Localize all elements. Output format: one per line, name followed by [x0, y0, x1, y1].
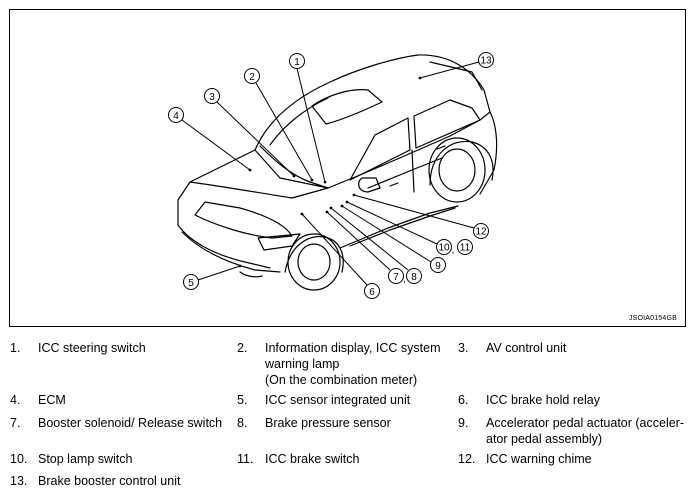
legend-text: Brake pressure sensor	[265, 416, 391, 430]
legend-text: ICC steering switch	[38, 341, 146, 355]
component-location-figure: 1 2 3 4 5 6 7 8 9 10 11 12 13 , , JSOIA0…	[9, 9, 686, 327]
callout-7: 7	[393, 272, 399, 283]
legend-number: 10.	[10, 452, 28, 466]
legend-text: Accelerator pedal actuator (acceler- ato…	[486, 416, 685, 446]
legend-number: 13.	[10, 474, 28, 488]
figure-id: JSOIA0154GB	[628, 315, 677, 322]
legend-text: Booster solenoid/ Release switch	[38, 416, 223, 430]
legend-number: 9.	[458, 416, 469, 430]
legend-text: ICC brake hold relay	[486, 393, 600, 407]
callout-separators: , ,	[403, 245, 454, 285]
callout-10: 10	[438, 243, 450, 254]
leader-dots	[238, 76, 422, 268]
legend-text: ICC warning chime	[486, 452, 592, 466]
legend-number: 11.	[237, 452, 254, 466]
legend-number: 2.	[237, 341, 248, 355]
legend-text: AV control unit	[486, 341, 567, 355]
callout-2: 2	[249, 72, 255, 83]
callout-12: 12	[475, 227, 487, 238]
legend-text: Information display, ICC system warning …	[265, 341, 441, 387]
legend-text: Brake booster control unit	[38, 474, 181, 488]
callout-11: 11	[460, 243, 471, 254]
legend-number: 6.	[458, 393, 469, 407]
callout-5: 5	[188, 278, 194, 289]
callout-numbers: 1 2 3 4 5 6 7 8 9 10 11 12 13	[173, 56, 492, 299]
legend-number: 7.	[10, 416, 21, 430]
vehicle-illustration	[177, 54, 498, 291]
legend-number: 12.	[458, 452, 476, 466]
legend-number: 5.	[237, 393, 248, 407]
callout-3: 3	[209, 92, 215, 103]
legend-number: 3.	[458, 341, 469, 355]
legend-text: Stop lamp switch	[38, 452, 133, 466]
callout-9: 9	[435, 261, 441, 272]
legend-text: ECM	[38, 393, 66, 407]
callout-6: 6	[369, 287, 375, 298]
callout-8: 8	[411, 272, 417, 283]
callout-13: 13	[480, 56, 492, 67]
callout-4: 4	[173, 111, 179, 122]
callout-1: 1	[294, 57, 300, 68]
legend-number: 1.	[10, 341, 21, 355]
svg-text:,: ,	[452, 245, 455, 256]
legend-text: ICC sensor integrated unit	[265, 393, 411, 407]
svg-text:,: ,	[403, 274, 406, 285]
legend-number: 8.	[237, 416, 248, 430]
legend-text: ICC brake switch	[265, 452, 360, 466]
callout-labels	[168, 52, 494, 299]
vehicle-diagram: 1 2 3 4 5 6 7 8 9 10 11 12 13 , ,	[168, 52, 498, 299]
legend-number: 4.	[10, 393, 21, 407]
